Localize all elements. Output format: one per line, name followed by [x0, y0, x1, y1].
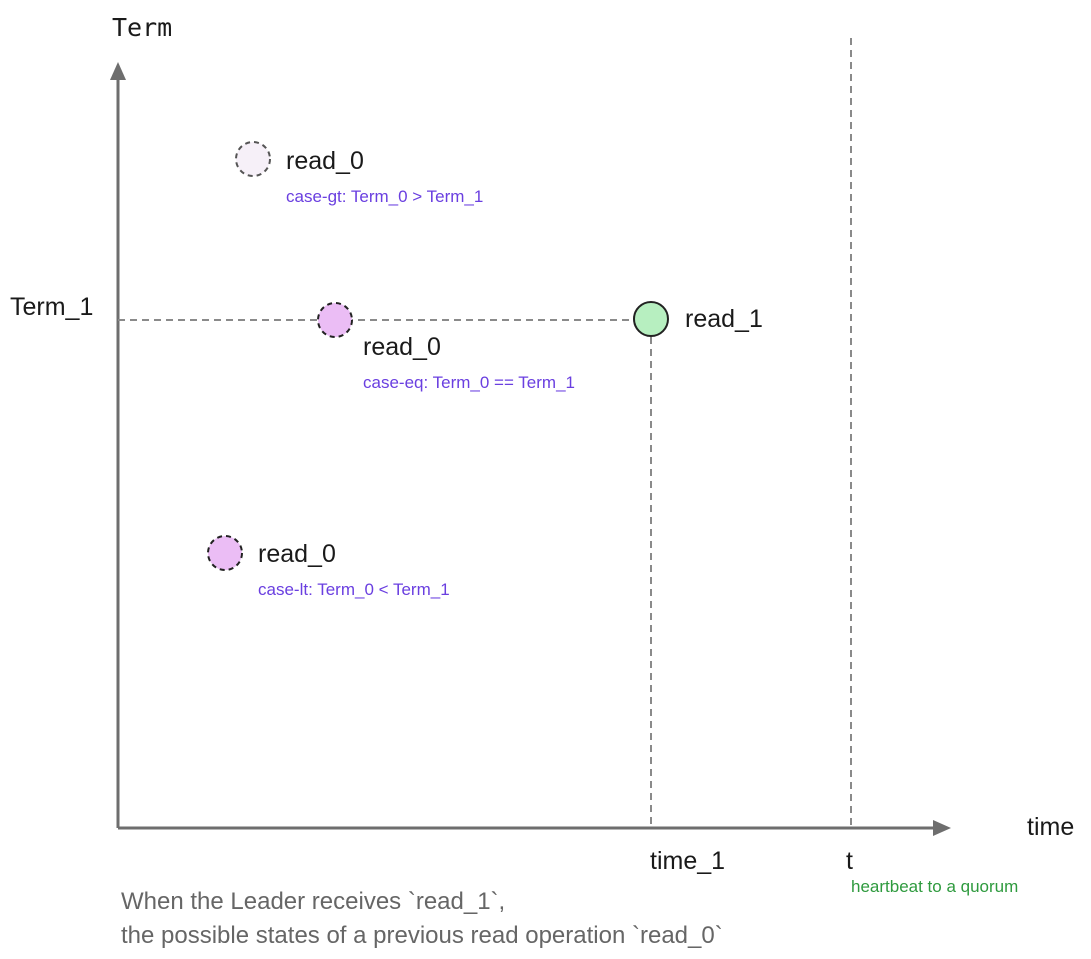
y-axis-arrowhead: [110, 62, 126, 80]
time-1-tick-label: time_1: [650, 847, 725, 875]
read-1-label: read_1: [685, 305, 763, 333]
read-0-gt-label: read_0: [286, 147, 364, 175]
read-0-eq-label: read_0: [363, 333, 441, 361]
case-lt-note: case-lt: Term_0 < Term_1: [258, 580, 450, 599]
case-eq-note: case-eq: Term_0 == Term_1: [363, 373, 575, 392]
heartbeat-note: heartbeat to a quorum: [851, 877, 1018, 896]
x-axis-label: time: [1027, 813, 1074, 841]
term-1-tick-label: Term_1: [10, 293, 93, 321]
case-gt-note: case-gt: Term_0 > Term_1: [286, 187, 483, 206]
read-0-lt-marker: [207, 535, 243, 571]
read-0-eq-marker: [317, 302, 353, 338]
read-1-marker: [633, 301, 669, 337]
read-0-lt-label: read_0: [258, 540, 336, 568]
x-axis-arrowhead: [933, 820, 951, 836]
read-0-gt-marker: [235, 141, 271, 177]
t-tick-label: t: [846, 847, 853, 875]
caption-line-1: When the Leader receives `read_1`,: [121, 888, 505, 915]
caption-line-2: the possible states of a previous read o…: [121, 922, 723, 949]
y-axis-label: Term: [112, 13, 172, 42]
